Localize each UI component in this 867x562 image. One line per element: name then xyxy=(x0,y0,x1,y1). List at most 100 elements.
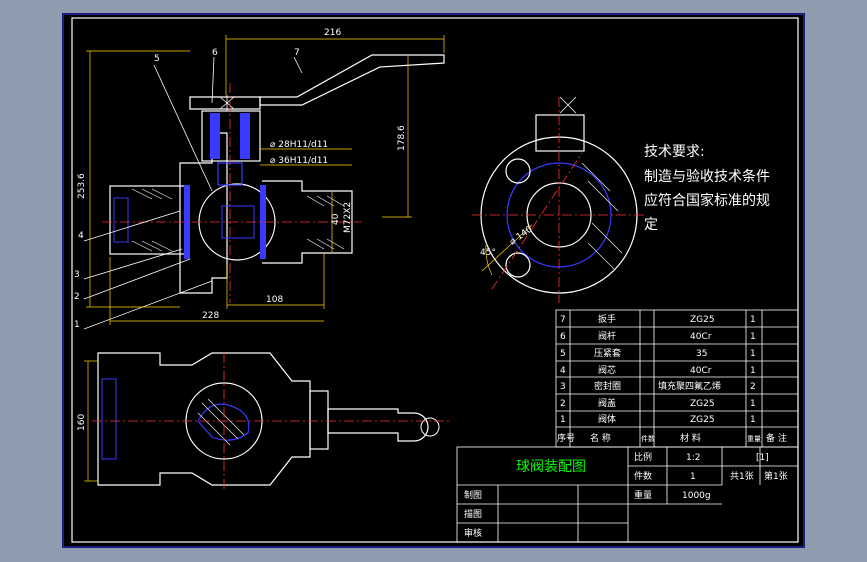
balloon-7: 7 xyxy=(294,48,300,58)
top-right-stub xyxy=(309,390,329,450)
bom-row-3-material: 填充聚四氟乙烯 xyxy=(658,380,721,392)
checked-label: 审核 xyxy=(464,527,482,539)
dim-45-deg: 45° xyxy=(480,248,496,258)
side-stem-nut xyxy=(559,96,577,114)
traced-label: 描图 xyxy=(464,508,482,520)
bom-row-7-name: 扳手 xyxy=(598,313,616,325)
bom-row-2-no: 2 xyxy=(560,399,566,409)
requirements-line-3: 定 xyxy=(644,217,658,233)
top-dimension-lines xyxy=(84,360,98,482)
requirements-line-2: 应符合国家标准的规 xyxy=(644,192,770,209)
dim-28h11: ⌀ 28H11/d11 xyxy=(270,140,328,150)
bom-row-3-no: 3 xyxy=(560,382,566,392)
stem-nut-star xyxy=(219,95,235,111)
front-right-hatch xyxy=(306,195,345,250)
balloon-2: 2 xyxy=(74,292,80,302)
bom-row-5-qty: 1 xyxy=(750,349,756,359)
technical-requirements: 技术要求: 制造与验收技术条件 应符合国家标准的规 定 xyxy=(644,144,770,233)
bom-header-remark: 备 注 xyxy=(766,432,787,444)
bom-row-3-qty: 2 xyxy=(750,382,756,392)
drafted-label: 制图 xyxy=(464,489,482,501)
bom-row-5-no: 5 xyxy=(560,349,566,359)
bolt-hole-top xyxy=(505,158,531,184)
front-dimension-lines xyxy=(86,35,445,325)
top-body-outline xyxy=(97,352,311,486)
bom-row-1-name: 阀体 xyxy=(598,413,616,425)
dim-40: 40 xyxy=(331,213,341,225)
top-ball-hatch xyxy=(197,398,245,446)
balloon-4: 4 xyxy=(78,231,84,241)
bom-row-2-name: 阀盖 xyxy=(598,397,616,409)
dim-108: 108 xyxy=(266,295,283,305)
dim-253-6: 253.6 xyxy=(77,173,87,199)
bom-row-4-qty: 1 xyxy=(750,366,756,376)
bom-row-7-qty: 1 xyxy=(750,315,756,325)
side-hatch xyxy=(581,162,623,270)
requirements-title: 技术要求: xyxy=(644,144,705,160)
balloon-3: 3 xyxy=(74,270,80,280)
count-label: 件数 xyxy=(634,470,652,482)
bom-row-6-qty: 1 xyxy=(750,332,756,342)
title-block: 球阀装配图 比例 1:2 件数 1 重量 1000g [1] 共1张 第1张 制… xyxy=(456,446,799,543)
bom-row-5-name: 压紧套 xyxy=(594,347,621,359)
gland-nut xyxy=(189,96,261,110)
bolt-hole-bottom xyxy=(505,252,531,278)
bom-row-1-no: 1 xyxy=(560,415,566,425)
dim-216: 216 xyxy=(324,28,341,38)
assembly-drawing: 4 3 2 1 5 6 7 216 253.6 178.6 10 xyxy=(62,13,805,548)
bom-row-2-material: ZG25 xyxy=(690,399,715,409)
inner-frame xyxy=(71,17,799,543)
front-centerlines xyxy=(102,83,362,303)
balloon-6: 6 xyxy=(212,48,218,58)
bom-row-4-material: 40Cr xyxy=(690,366,712,376)
bom-row-1-qty: 1 xyxy=(750,415,756,425)
side-centerlines xyxy=(472,97,647,303)
bom-row-4-name: 阀芯 xyxy=(598,364,616,376)
bom-row-6-no: 6 xyxy=(560,332,566,342)
bom-row-3-name: 密封圈 xyxy=(594,380,621,392)
dim-228: 228 xyxy=(202,311,219,321)
front-housing-right xyxy=(262,180,353,264)
front-view: 4 3 2 1 5 6 7 216 253.6 178.6 10 xyxy=(74,28,445,330)
bom-row-2-qty: 1 xyxy=(750,399,756,409)
bom-header-material: 材 料 xyxy=(680,432,701,444)
bom-header-name: 名 称 xyxy=(590,432,611,444)
weight-label: 重量 xyxy=(634,489,652,501)
bill-of-materials: 7 扳手 ZG25 1 6 阀杆 40Cr 1 5 压紧套 35 1 4 阀芯 … xyxy=(555,309,799,448)
side-view: ⌀ 140 45° xyxy=(472,96,647,303)
side-dimension-lines xyxy=(481,224,533,276)
top-centerlines xyxy=(92,353,452,491)
drawing-name: 球阀装配图 xyxy=(516,459,586,475)
scale-value: 1:2 xyxy=(686,453,700,463)
seal-right xyxy=(260,185,266,259)
balloon-1: 1 xyxy=(74,320,80,330)
dim-m72: M72X2 xyxy=(343,202,353,233)
bom-grid xyxy=(555,309,799,448)
front-bonnet xyxy=(201,110,261,162)
drawing-sheet: 4 3 2 1 5 6 7 216 253.6 178.6 10 xyxy=(62,13,805,548)
bom-row-6-material: 40Cr xyxy=(690,332,712,342)
requirements-line-1: 制造与验收技术条件 xyxy=(644,168,770,185)
part-leaders xyxy=(83,56,303,330)
outer-frame xyxy=(62,13,805,548)
sheets-total: 共1张 xyxy=(730,471,754,482)
top-left-port xyxy=(101,378,117,460)
side-stem-housing xyxy=(535,114,585,152)
bom-header-weight: 重量 xyxy=(747,435,761,443)
top-wrench xyxy=(327,408,429,442)
top-stem-slot xyxy=(197,403,250,441)
dim-36h11: ⌀ 36H11/d11 xyxy=(270,156,328,166)
bom-row-5-material: 35 xyxy=(696,349,707,359)
weight-value: 1000g xyxy=(682,491,711,501)
bom-header-no: 序号 xyxy=(557,432,575,444)
drawing-code: [1] xyxy=(756,453,769,463)
dim-160: 160 xyxy=(77,414,87,431)
bom-row-6-name: 阀杆 xyxy=(598,330,616,342)
dim-140: ⌀ 140 xyxy=(508,225,535,248)
bom-row-1-material: ZG25 xyxy=(690,415,715,425)
top-view: 160 xyxy=(77,352,452,491)
wrench-hole xyxy=(420,417,440,437)
sheet-number: 第1张 xyxy=(764,470,788,482)
count-value: 1 xyxy=(690,472,696,482)
bom-row-4-no: 4 xyxy=(560,366,566,376)
